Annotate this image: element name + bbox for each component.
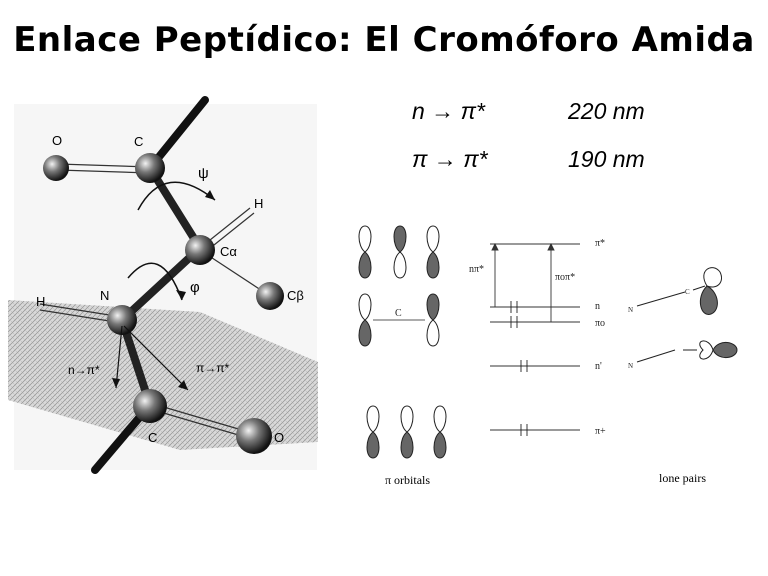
transition-pi-pi-wavelength: 190 nm bbox=[568, 146, 645, 172]
transition-arrows bbox=[491, 242, 555, 322]
transition-n-pi-label: n → π* bbox=[412, 98, 485, 124]
slide-title: Enlace Peptídico: El Cromóforo Amida bbox=[13, 20, 755, 60]
caption-pi-orbitals: π orbitals bbox=[385, 473, 430, 487]
atom-o-top bbox=[43, 155, 69, 181]
label-c-bottom: C bbox=[148, 430, 157, 445]
level-n-prime: n' bbox=[595, 361, 602, 372]
atom-n bbox=[107, 305, 137, 335]
caption-lone-pairs: lone pairs bbox=[659, 471, 706, 485]
pi-bonding-orbital-set bbox=[366, 405, 447, 459]
label-h-n: H bbox=[36, 294, 45, 309]
level-n: n bbox=[595, 301, 600, 312]
label-psi: ψ bbox=[198, 165, 209, 182]
peptide-plane bbox=[8, 300, 318, 450]
label-c-alpha: Cα bbox=[220, 244, 237, 259]
label-o-bottom: O bbox=[274, 430, 284, 445]
orbital-atom-c-2: C bbox=[685, 288, 690, 296]
label-o-top: O bbox=[52, 133, 62, 148]
atom-c-top bbox=[135, 153, 165, 183]
electron-pairs bbox=[510, 301, 528, 436]
molecular-orbital-diagram: C π orbitals nπ* πoπ* π* n πo n' π+ N C bbox=[358, 225, 738, 487]
label-phi: φ bbox=[190, 279, 200, 296]
transition-n-pi-wavelength: 220 nm bbox=[568, 98, 645, 124]
lone-pair-orbital-1 bbox=[636, 267, 722, 315]
atom-o-bottom bbox=[236, 418, 272, 454]
energy-levels bbox=[490, 243, 580, 431]
pi-star-orbital-set bbox=[358, 225, 440, 279]
label-h-top: H bbox=[254, 196, 263, 211]
pi-nonbonding-orbital-set bbox=[358, 293, 440, 347]
orbital-atom-n-1: N bbox=[628, 306, 633, 314]
atom-c-beta bbox=[256, 282, 284, 310]
label-pi-pi-star: π→π* bbox=[196, 361, 230, 375]
label-pi-o-pi-star-transition: πoπ* bbox=[555, 272, 575, 283]
level-pi-plus: π+ bbox=[595, 426, 606, 437]
atom-c-bottom bbox=[133, 389, 167, 423]
label-n: N bbox=[100, 288, 109, 303]
label-c-beta: Cβ bbox=[287, 288, 304, 303]
level-pi-o: πo bbox=[595, 318, 605, 329]
label-n-pi-star-transition: nπ* bbox=[469, 264, 484, 275]
lone-pair-orbital-2 bbox=[636, 340, 738, 363]
label-c-top: C bbox=[134, 134, 143, 149]
orbital-atom-c-1: C bbox=[395, 308, 402, 319]
atom-c-alpha bbox=[185, 235, 215, 265]
peptide-structure-figure: O C ψ H Cα N H φ Cβ n→π* π→π* C O bbox=[8, 96, 318, 474]
transition-pi-pi-label: π → π* bbox=[412, 146, 488, 172]
label-n-pi-star: n→π* bbox=[68, 363, 100, 377]
orbital-atom-n-2: N bbox=[628, 362, 633, 370]
level-pi-star: π* bbox=[595, 238, 605, 249]
